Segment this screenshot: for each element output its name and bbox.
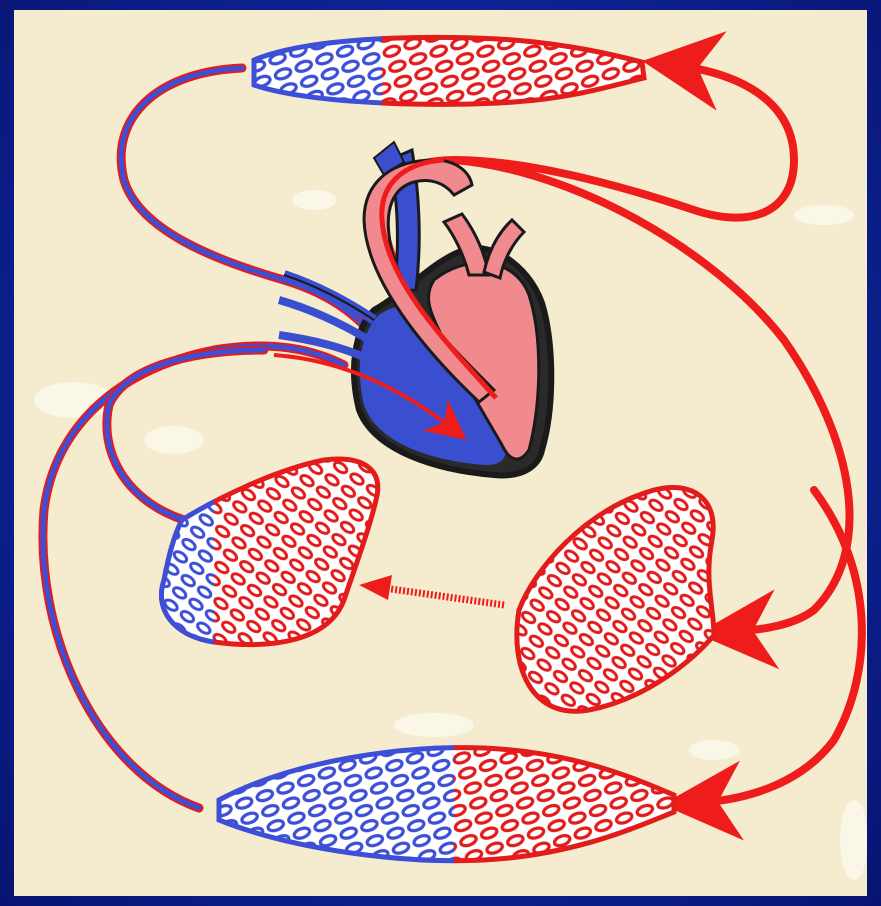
- capillary-bed-top: [254, 37, 644, 104]
- diagram-paper: [14, 10, 867, 896]
- circulation-diagram: [14, 10, 867, 896]
